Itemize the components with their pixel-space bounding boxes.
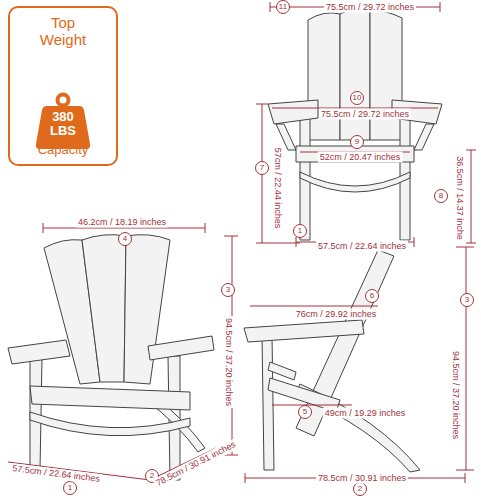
dimension-label: 49cm / 19.29 inches bbox=[323, 408, 408, 419]
callout-number: 8 bbox=[434, 189, 448, 203]
callout-number: 3 bbox=[221, 283, 235, 297]
callout-number: 1 bbox=[63, 481, 77, 495]
angled-view-chair bbox=[8, 235, 214, 480]
dimension-label: 75.5cm / 29.72 inches bbox=[319, 109, 411, 120]
callout-number: 9 bbox=[350, 135, 364, 149]
capacity-value: 380 LBS bbox=[43, 110, 83, 138]
capacity-panel: Top WeightCapacity380 LBS bbox=[8, 6, 118, 166]
weight-icon: 380 LBS bbox=[33, 92, 93, 150]
dimension-label: 76cm / 29.92 inches bbox=[294, 309, 379, 320]
callout-number: 2 bbox=[353, 482, 367, 496]
callout-number: 5 bbox=[298, 405, 312, 419]
callout-number: 7 bbox=[255, 161, 269, 175]
front-view-chair bbox=[268, 9, 442, 240]
side-view-chair bbox=[244, 250, 420, 472]
front-view-dimensions bbox=[256, 2, 476, 247]
callout-number: 6 bbox=[365, 289, 379, 303]
panel-heading: Top Weight bbox=[10, 14, 116, 48]
angled-view-dimensions bbox=[8, 223, 238, 480]
dimension-label: 78.5cm / 30.91 inches bbox=[152, 438, 239, 490]
dimension-label: 57.5cm / 22.64 inches bbox=[10, 463, 103, 485]
dimension-label: 46.2cm / 18.19 inches bbox=[76, 217, 168, 228]
callout-number: 11 bbox=[276, 0, 290, 14]
dimension-label: 57.5cm / 22.64 inches bbox=[316, 241, 408, 252]
dimension-label: 94.5cm / 37.20 inches bbox=[223, 316, 234, 408]
dimension-label: 94.5cm / 37.20 inches bbox=[450, 349, 461, 441]
dimension-label: 78.5cm / 30.91 inches bbox=[316, 473, 408, 484]
dimension-label: 52cm / 20.47 inches bbox=[318, 152, 403, 163]
callout-number: 3 bbox=[460, 293, 474, 307]
dimension-label: 36.5cm / 14.37 inche bbox=[454, 154, 465, 242]
callout-number: 1 bbox=[293, 224, 307, 238]
side-view-dimensions bbox=[245, 247, 474, 483]
dimension-label: 57cm / 22.44 inches bbox=[272, 146, 283, 231]
callout-number: 4 bbox=[118, 232, 132, 246]
dimension-label: 75.5cm / 29.72 inches bbox=[324, 2, 416, 13]
callout-number: 10 bbox=[350, 91, 364, 105]
